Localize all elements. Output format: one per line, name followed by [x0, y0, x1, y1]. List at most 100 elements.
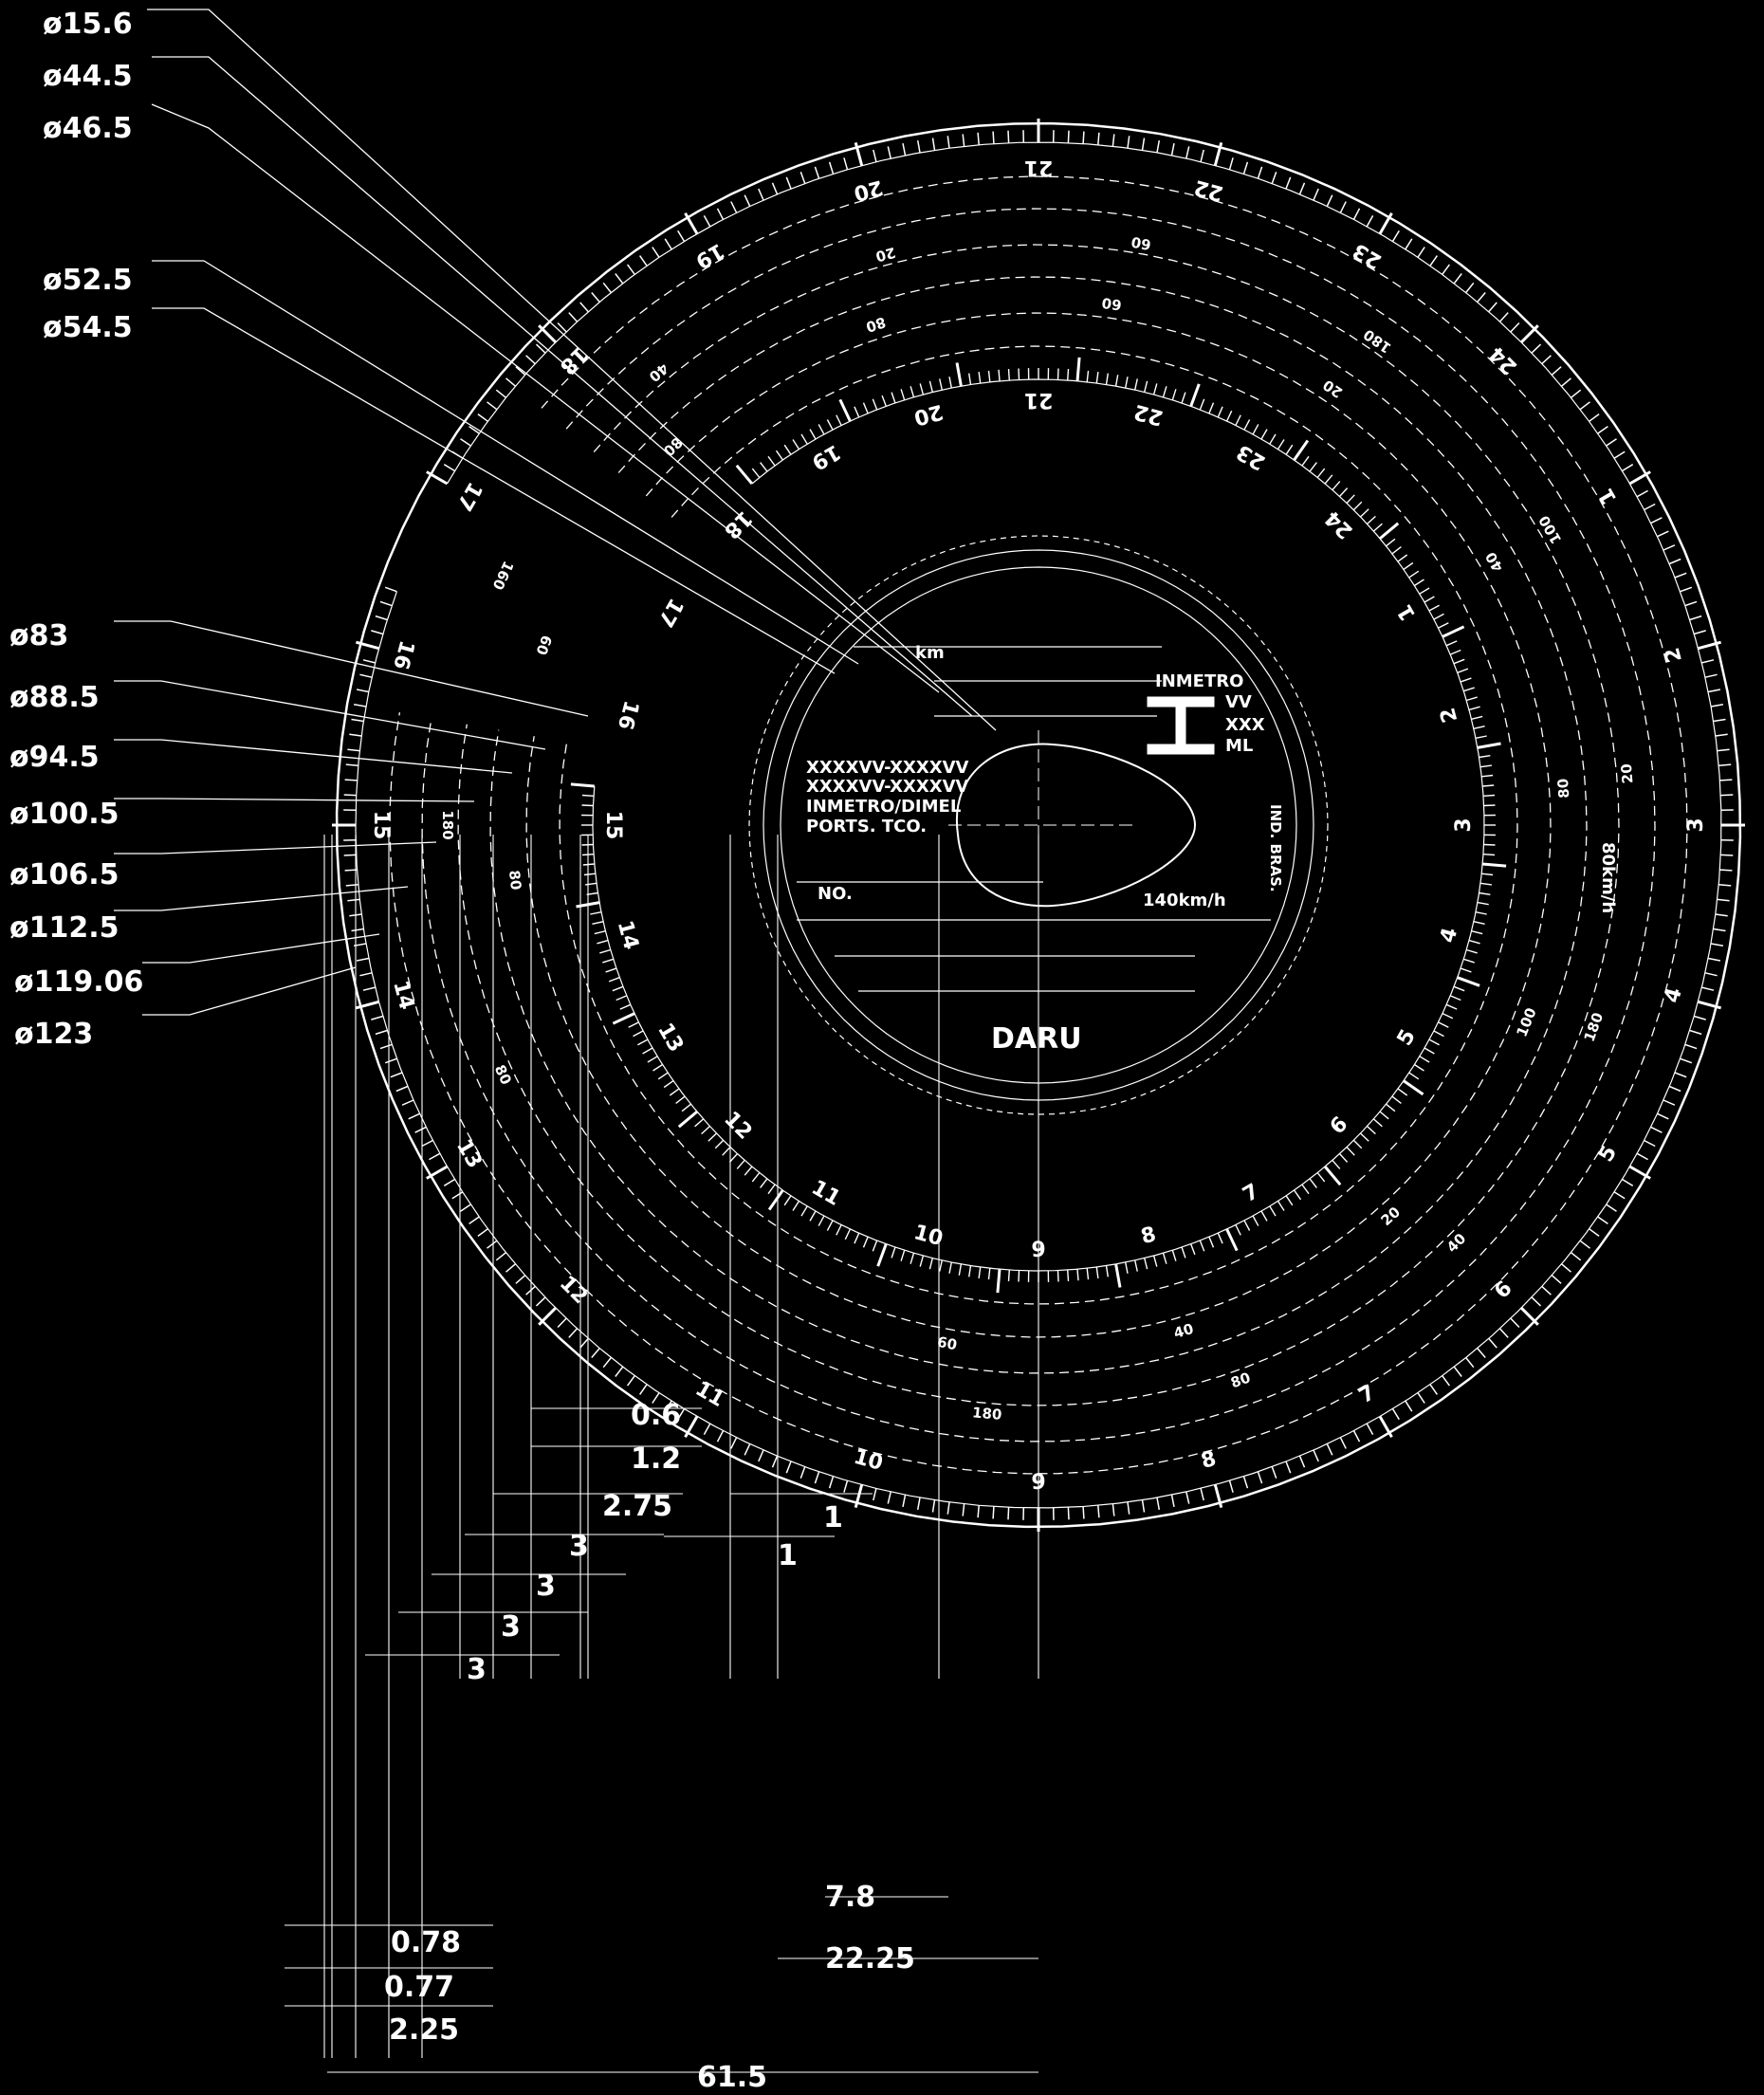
outer-tick: [1704, 673, 1718, 678]
outer-tick: [591, 1348, 600, 1358]
outer-tick: [1717, 898, 1730, 902]
outer-tick: [1718, 763, 1732, 766]
outer-tick: [1644, 503, 1656, 511]
dia-label-94-5: ø94.5: [9, 741, 100, 774]
outer-tick: [1657, 1112, 1669, 1120]
inmetro-label: INMETRO: [1155, 671, 1243, 691]
dia-label-100-5: ø100.5: [9, 798, 119, 831]
outer-tick: [1636, 489, 1648, 498]
inner-tick: [619, 1003, 632, 1010]
leader-line-6: [114, 620, 589, 717]
inner-tick: [1252, 424, 1259, 435]
outer-tick: [535, 343, 546, 354]
outer-hour-numeral: 9: [1031, 1471, 1045, 1495]
outer-tick: [1156, 1497, 1161, 1511]
outer-tick: [977, 132, 980, 145]
dia-label-52-5: ø52.5: [43, 264, 133, 297]
speed-numeral-outer: 40: [1443, 1230, 1469, 1256]
diameter-labels: ø15.6 ø44.5 ø46.5 ø52.5 ø54.5 ø83 ø88.5 …: [9, 8, 143, 1051]
outer-tick: [1339, 201, 1347, 213]
outer-tick: [1606, 438, 1617, 447]
inner-tick: [628, 1021, 639, 1028]
speed-numeral-inner: 40: [1482, 549, 1507, 575]
middle-hour-numeral: 22: [1131, 399, 1166, 430]
outer-hour-numeral: 21: [1024, 156, 1054, 179]
outer-tick: [414, 1126, 427, 1133]
inner-tick: [1475, 735, 1487, 739]
inner-tick: [900, 1249, 906, 1261]
outer-tick: [1257, 166, 1263, 179]
km-label: km: [915, 643, 945, 663]
inner-tick: [581, 794, 595, 797]
outer-tick: [395, 1085, 409, 1093]
outer-tick: [1541, 355, 1552, 365]
inner-tick: [1199, 398, 1205, 411]
inner-tick: [1449, 649, 1461, 655]
outer-tick: [1698, 640, 1721, 651]
dim-2-75: 2.75: [602, 1490, 672, 1523]
outer-tick: [1668, 1085, 1681, 1093]
outer-tick: [1339, 1437, 1347, 1449]
inner-tick: [1360, 508, 1369, 518]
inner-tick: [1460, 967, 1472, 973]
inner-tick: [1428, 1038, 1440, 1046]
outer-tick: [1710, 703, 1724, 708]
inner-tick: [928, 1258, 933, 1270]
outer-tick: [916, 1497, 921, 1511]
outer-tick: [828, 161, 835, 175]
outer-tick: [1127, 136, 1130, 149]
inner-tick: [1460, 677, 1472, 683]
outer-tick: [1520, 324, 1539, 343]
inner-tick: [1144, 380, 1148, 393]
inner-tick: [1424, 1047, 1435, 1055]
inner-tick: [1260, 1210, 1268, 1222]
outer-tick: [664, 238, 672, 250]
speed-numeral-inner: 20: [1378, 1204, 1405, 1229]
dim-3-c: 3: [501, 1610, 521, 1644]
outer-tick: [1465, 1357, 1475, 1369]
dia-label-83: ø83: [9, 619, 68, 652]
speed-label: 140km/h: [1143, 891, 1226, 910]
outer-tick: [785, 176, 792, 190]
inner-tick: [1057, 368, 1059, 380]
made-label: IND. BRAS.: [1267, 804, 1284, 892]
inner-tick: [1482, 862, 1507, 868]
outer-tick: [538, 324, 557, 343]
leader-line-8: [114, 739, 513, 774]
outer-tick: [1007, 1507, 1010, 1520]
outer-tick: [351, 928, 364, 932]
outer-tick: [1141, 138, 1146, 151]
middle-hour-numeral: 10: [911, 1221, 946, 1251]
outer-tick: [1589, 413, 1600, 422]
outer-tick: [1285, 1461, 1292, 1474]
inner-tick: [1372, 1118, 1383, 1128]
outer-tick: [568, 312, 579, 322]
outer-tick: [1067, 130, 1070, 143]
outer-tick: [1720, 794, 1734, 797]
inner-tick: [1301, 1184, 1310, 1195]
outer-tick: [477, 413, 488, 422]
outer-hour-numeral: 17: [451, 478, 487, 515]
outer-tick: [873, 1488, 877, 1501]
outer-tick: [1170, 142, 1175, 156]
inner-tick: [1199, 1240, 1205, 1252]
dim-0-6: 0.6: [631, 1399, 681, 1432]
dim-3-d: 3: [467, 1653, 487, 1686]
inner-tick: [1449, 995, 1461, 1002]
speed-numeral-outer: 20: [873, 244, 897, 266]
outer-tick: [344, 869, 358, 872]
inner-tick: [744, 1166, 753, 1176]
outer-tick: [347, 898, 360, 902]
outer-tick: [902, 1495, 907, 1508]
outer-tick: [1551, 1275, 1562, 1284]
outer-hour-numeral: 16: [388, 637, 418, 671]
inner-tick: [1397, 554, 1408, 562]
outer-tick: [401, 1099, 414, 1106]
inner-tick: [891, 392, 896, 404]
inner-tick: [910, 1253, 915, 1264]
inner-tick: [642, 1047, 653, 1055]
inner-tick: [1352, 1139, 1363, 1149]
outer-tick: [1112, 134, 1115, 147]
center-card: DARU 140km/h XXXXVV-XXXXVV XXXXVV-XXXXVV…: [806, 643, 1618, 1056]
dia-label-88-5: ø88.5: [9, 681, 100, 714]
